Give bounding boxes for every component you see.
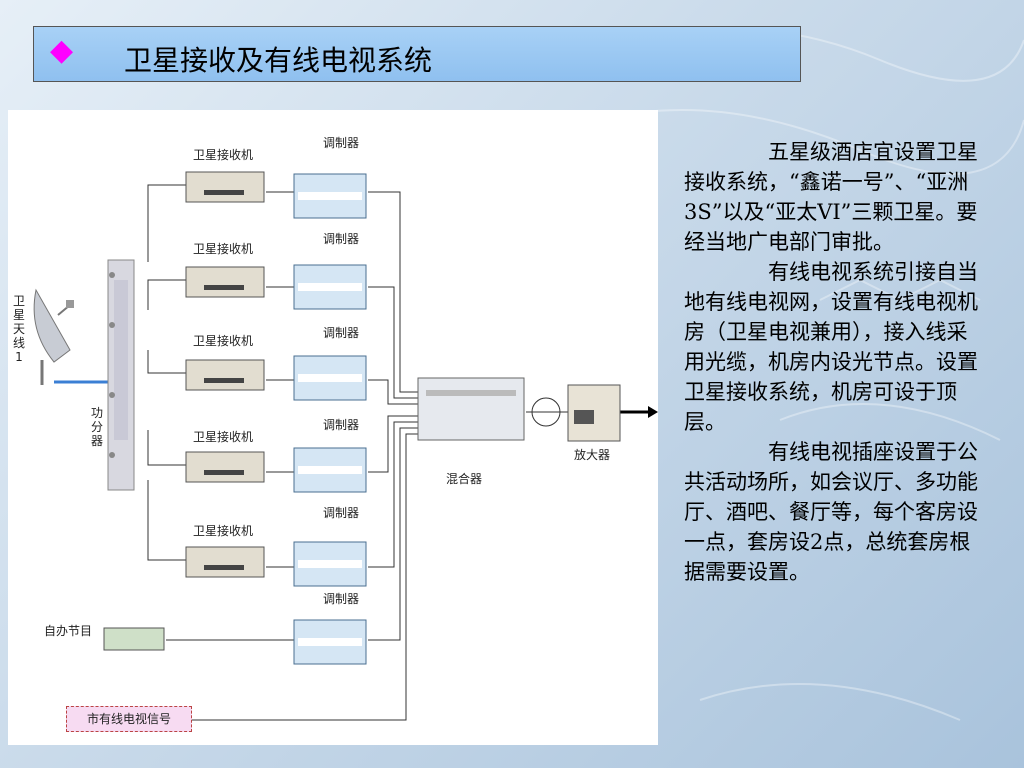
modulator-label-1: 调制器: [323, 136, 360, 150]
modulator-label-4: 调制器: [323, 418, 360, 432]
diamond-bullet-icon: ◆: [50, 33, 74, 68]
paragraph-cable-network: 有线电视系统引接自当地有线电视网，设置有线电视机房（卫星电视兼用），接入线采用光…: [684, 260, 978, 434]
local-program-label: 自办节目: [44, 624, 93, 638]
modulator-label-6: 调制器: [323, 592, 360, 606]
modulator-label-2: 调制器: [323, 232, 360, 246]
splitter-label: 功分器: [90, 406, 103, 448]
receiver-label-3: 卫星接收机: [193, 334, 254, 348]
system-diagram: 卫星接收机 卫星接收机 卫星接收机 卫星接收机 卫星接收机 调制器 调制器 调制…: [8, 110, 658, 745]
receiver-label-4: 卫星接收机: [193, 430, 254, 444]
antenna-label: 卫星天线1: [12, 294, 25, 364]
city-cable-signal-box: 市有线电视信号: [66, 706, 192, 732]
receiver-label-2: 卫星接收机: [193, 242, 254, 256]
paragraph-outlets: 有线电视插座设置于公共活动场所，如会议厅、多功能厅、酒吧、餐厅等，每个客房设一点…: [684, 440, 978, 584]
receiver-label-5: 卫星接收机: [193, 524, 254, 538]
paragraph-satellite: 五星级酒店宜设置卫星接收系统，“鑫诺一号”、“亚洲3S”以及“亚太VI”三颗卫星…: [684, 140, 978, 254]
modulator-label-5: 调制器: [323, 506, 360, 520]
description-text: 五星级酒店宜设置卫星接收系统，“鑫诺一号”、“亚洲3S”以及“亚太VI”三颗卫星…: [684, 137, 984, 587]
receiver-label-1: 卫星接收机: [193, 148, 254, 162]
amplifier-label: 放大器: [574, 448, 611, 462]
satellite-dish-icon: [33, 288, 74, 385]
mixer-label: 混合器: [446, 472, 483, 486]
title-bar: ◆ 卫星接收及有线电视系统: [33, 26, 801, 82]
diagram-graphics: [33, 171, 658, 721]
slide-title: 卫星接收及有线电视系统: [124, 44, 433, 77]
modulator-label-3: 调制器: [323, 326, 360, 340]
splitter-device: [107, 259, 135, 491]
